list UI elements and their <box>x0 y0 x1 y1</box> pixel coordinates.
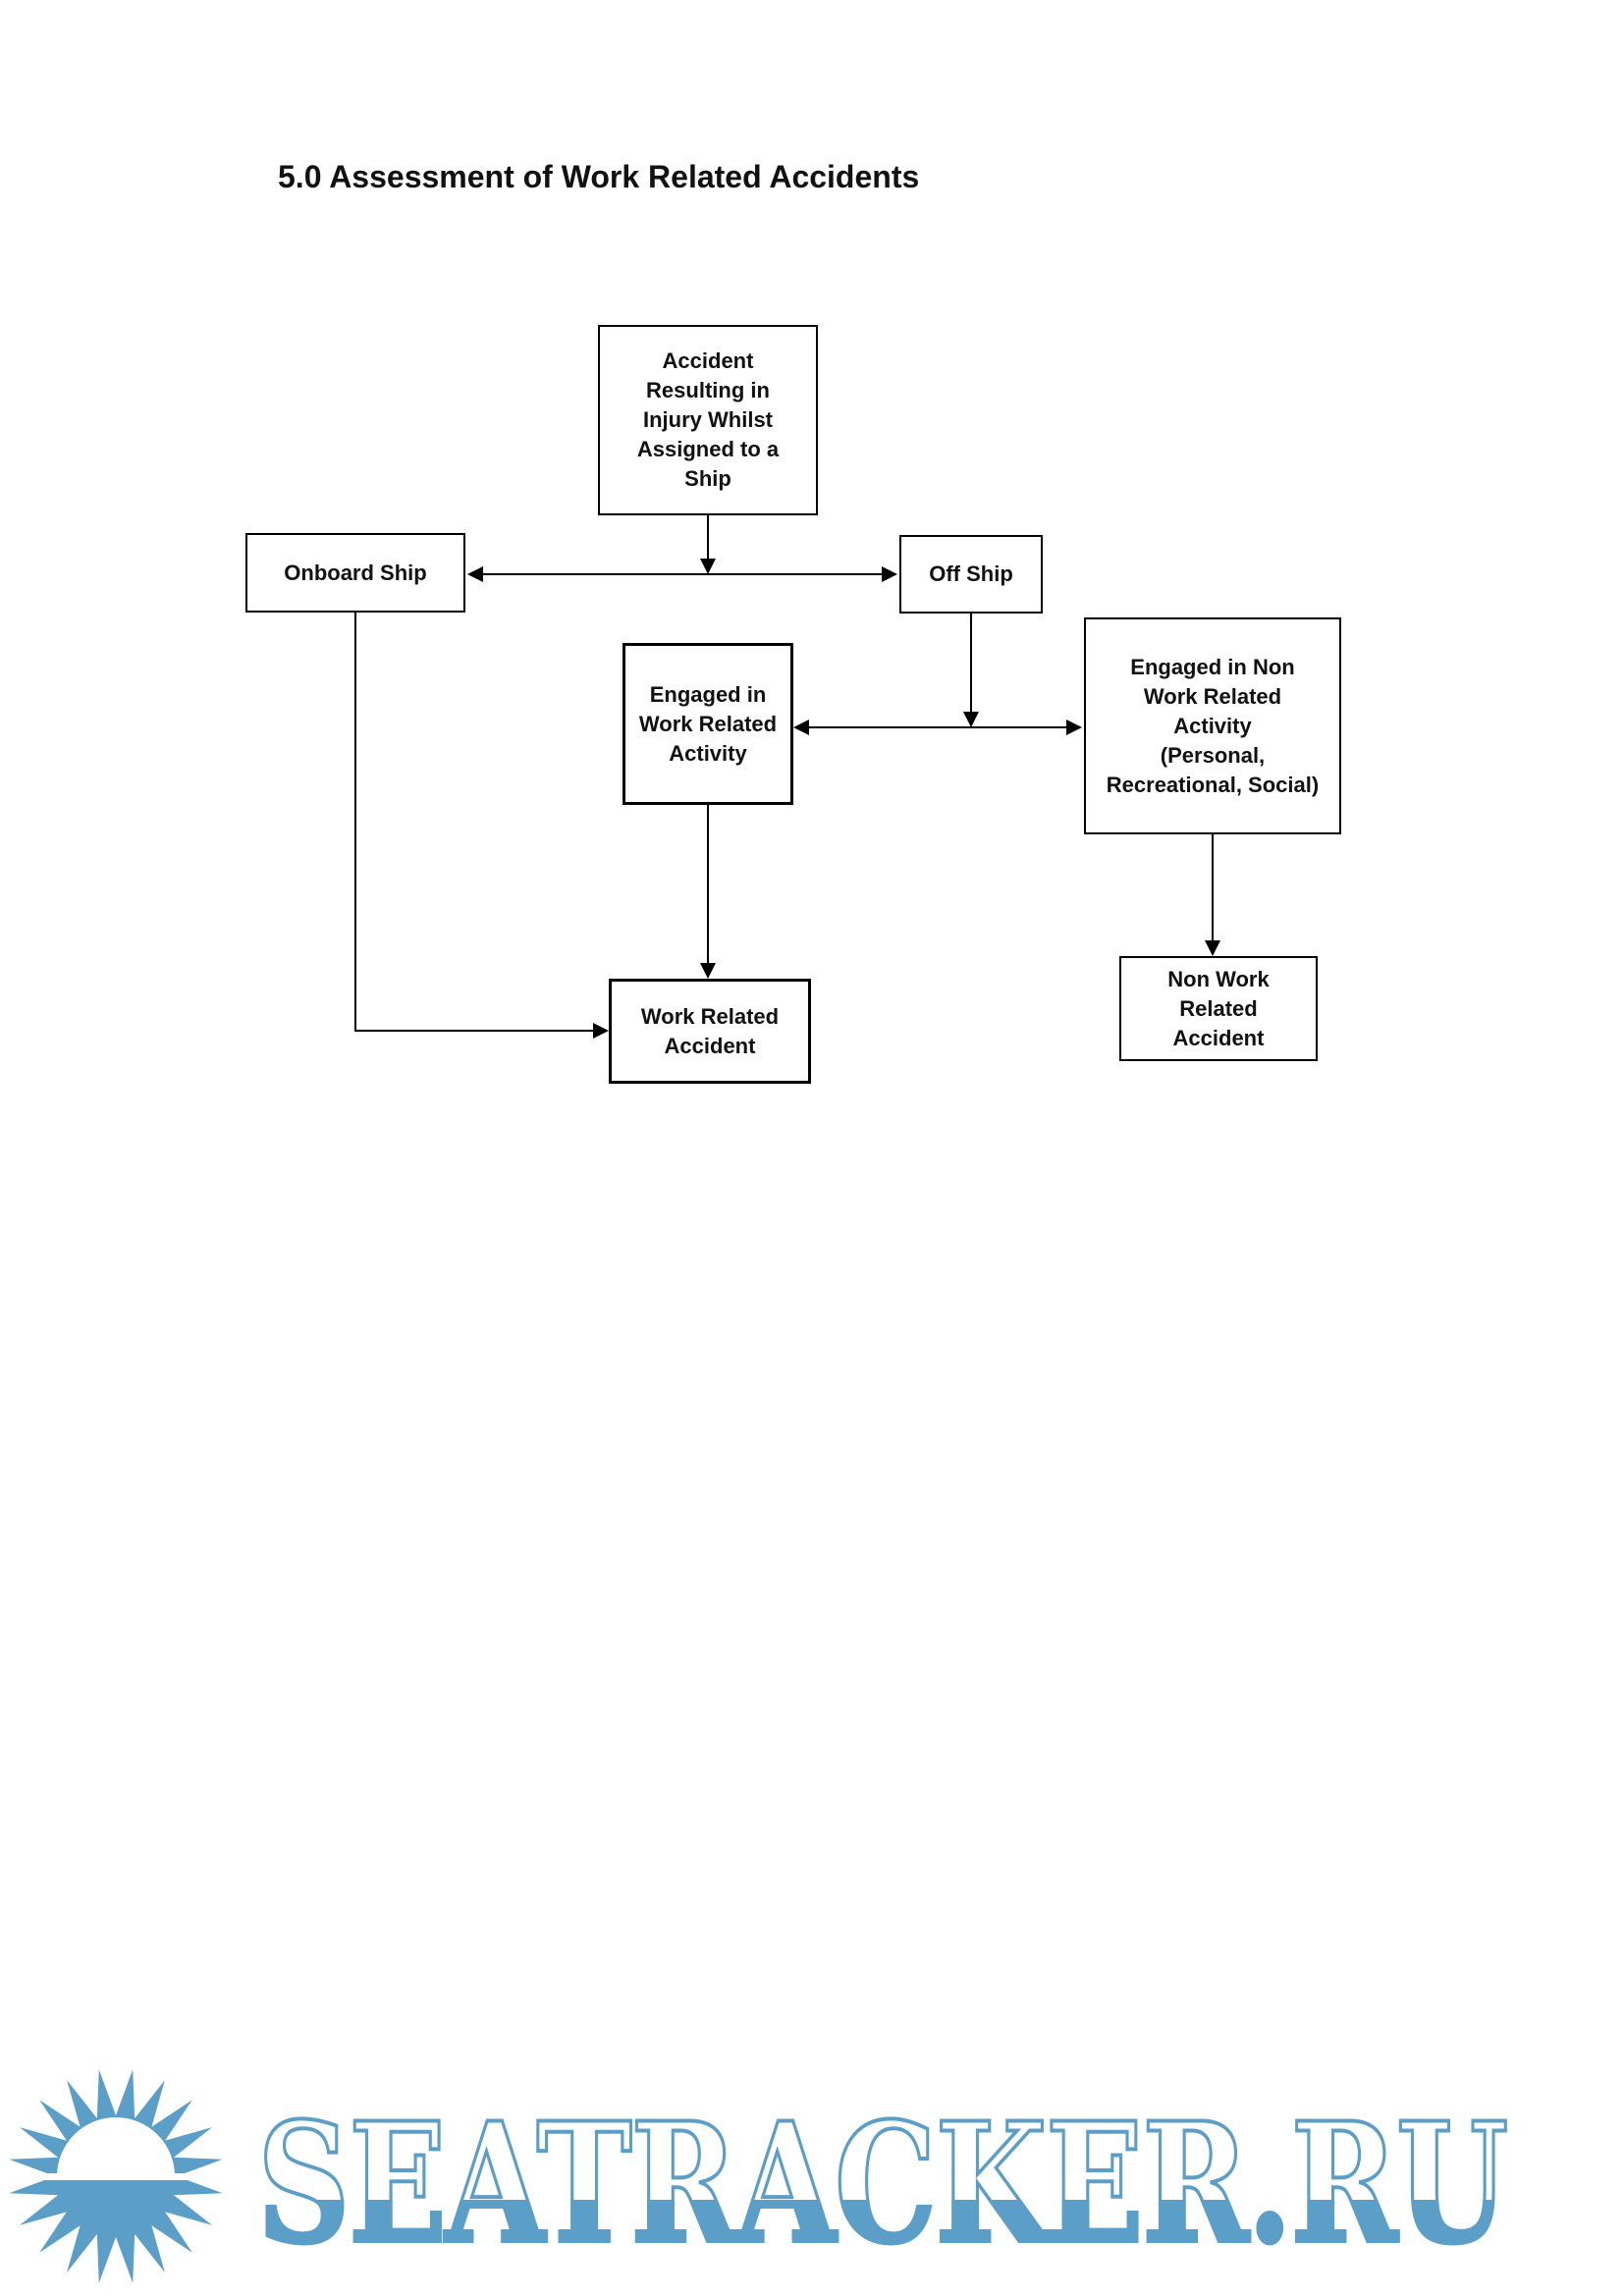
node-label: Non Work Related Accident <box>1167 966 1270 1050</box>
node-label: Accident Resulting in Injury Whilst Assi… <box>636 348 780 491</box>
node-label: Onboard Ship <box>284 560 427 585</box>
node-label: Engaged in Non Work Related Activity (Pe… <box>1106 654 1320 797</box>
node-engaged-work-related-activity: Engaged in Work Related Activity <box>623 643 793 805</box>
arrowhead-down-icon <box>1205 940 1220 956</box>
arrowhead-down-icon <box>700 963 716 979</box>
node-onboard-ship: Onboard Ship <box>245 533 465 613</box>
node-label: Off Ship <box>929 561 1013 586</box>
watermark-text-fill: SEATRACKER.RU <box>257 2086 1507 2281</box>
sun-dome <box>57 2117 175 2176</box>
watermark-text-outline: SEATRACKER.RU <box>255 2084 1509 2282</box>
arrowhead-left-icon <box>467 566 483 582</box>
connector-non-work-down-line <box>1212 834 1214 942</box>
node-work-related-accident: Work Related Accident <box>609 979 811 1084</box>
sun-icon <box>9 2069 223 2283</box>
arrowhead-down-icon <box>963 712 979 727</box>
node-off-ship: Off Ship <box>899 535 1043 614</box>
node-accident-resulting-in-injury: Accident Resulting in Injury Whilst Assi… <box>598 325 818 515</box>
sun-horizon-slit <box>33 2173 198 2180</box>
connector-engaged-work-down-line <box>707 805 709 964</box>
node-label: Engaged in Work Related Activity <box>638 681 778 766</box>
arrowhead-right-icon <box>1066 720 1082 735</box>
arrowhead-left-icon <box>793 720 809 735</box>
node-non-work-related-accident: Non Work Related Accident <box>1119 956 1318 1061</box>
arrowhead-right-icon <box>593 1023 609 1039</box>
node-engaged-non-work-related-activity: Engaged in Non Work Related Activity (Pe… <box>1084 617 1341 834</box>
watermark: SEATRACKER.RU SEATRACKER.RU <box>0 2056 1624 2296</box>
arrowhead-down-icon <box>700 559 716 574</box>
connector-onboard-offship-line <box>481 573 884 575</box>
connector-top-to-split-line <box>707 515 709 561</box>
connector-activity-split-line <box>807 726 1068 728</box>
page-title: 5.0 Assessment of Work Related Accidents <box>278 159 920 194</box>
watermark-text: SEATRACKER.RU SEATRACKER.RU <box>255 2084 1509 2291</box>
node-label: Work Related Accident <box>640 1003 780 1058</box>
arrowhead-right-icon <box>882 566 897 582</box>
connector-onboard-elbow-hline <box>354 1030 593 1032</box>
connector-onboard-elbow-vline <box>354 613 356 1032</box>
connector-offship-down-line <box>970 614 972 713</box>
